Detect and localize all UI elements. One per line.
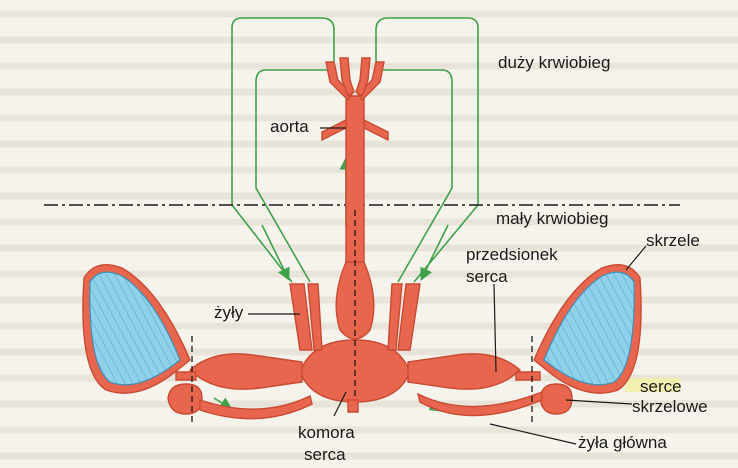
right-outer-loop	[376, 18, 478, 282]
label-atrium-line1: przedsionek	[466, 245, 558, 264]
vessel-right-connect	[516, 372, 540, 380]
label-veins: żyły	[214, 303, 244, 322]
aorta-left-side-branch	[322, 120, 346, 140]
aorta-right-side-branch	[364, 120, 388, 140]
label-ventricle-line2: serca	[304, 445, 346, 464]
label-ventricle-line1: komora	[298, 423, 355, 442]
label-gill-heart-line1: serce	[640, 377, 682, 396]
vessel-left-connect	[176, 372, 196, 380]
left-outer-loop	[232, 18, 334, 282]
label-large-circulation: duży krwiobieg	[498, 53, 610, 72]
label-gill-heart-line2: skrzelowe	[632, 397, 708, 416]
label-gills: skrzele	[646, 231, 700, 250]
gill-heart-left	[168, 384, 202, 414]
atrium-right	[408, 354, 520, 389]
label-aorta: aorta	[270, 117, 309, 136]
label-small-circulation: mały krwiobieg	[496, 209, 608, 228]
vena-cava-stub	[348, 400, 358, 412]
atrium-left	[190, 354, 302, 389]
label-atrium-line2: serca	[466, 267, 508, 286]
gill-heart-right	[540, 384, 572, 414]
label-main-vein: żyła główna	[578, 433, 667, 452]
